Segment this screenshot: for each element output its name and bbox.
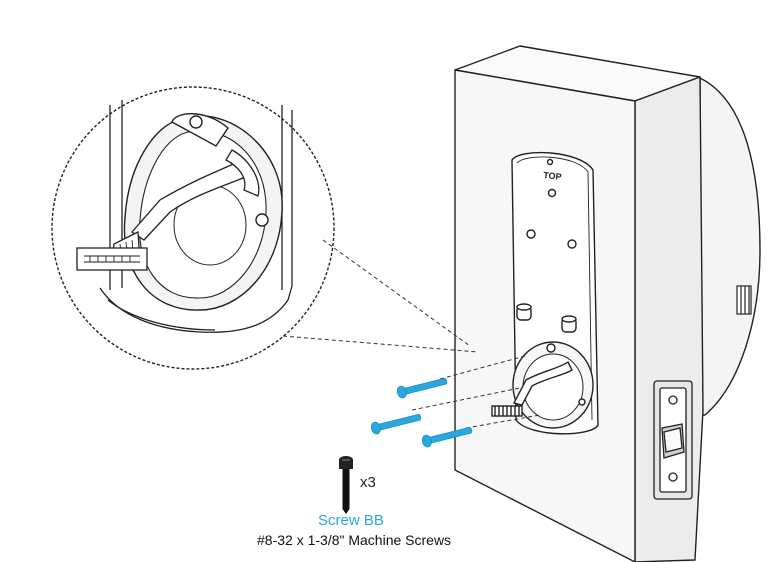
screw-name: Screw BB (318, 512, 384, 529)
detail-magnifier (51, 86, 335, 370)
screw-description: #8-32 x 1-3/8" Machine Screws (257, 532, 452, 548)
door-edge (454, 45, 761, 562)
latch-tail (736, 285, 752, 315)
mounting-plate (491, 151, 599, 435)
callout-lines (282, 239, 541, 429)
screw-bb-icon (370, 378, 473, 448)
latch-strike (653, 380, 693, 500)
plate-top-label: TOP (543, 170, 562, 182)
sample-screw-icon (339, 456, 353, 514)
screw-quantity: x3 (360, 474, 376, 491)
